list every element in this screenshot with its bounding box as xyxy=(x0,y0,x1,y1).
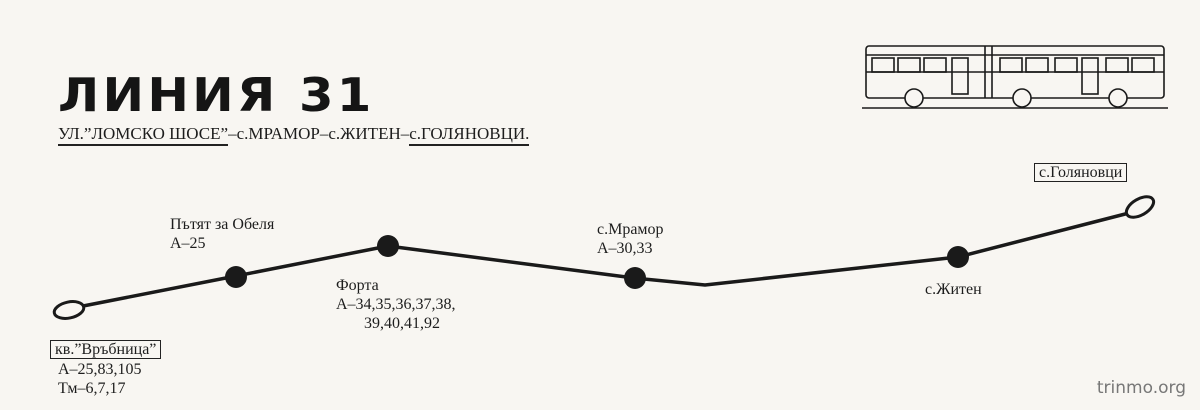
stop-dot-icon xyxy=(947,246,969,268)
articulated-bus-icon xyxy=(862,45,1168,109)
terminus-name: с.Голяновци xyxy=(1034,163,1128,182)
stop-label-forta: Форта А–34,35,36,37,38, 39,40,41,92 xyxy=(336,276,456,333)
page-title: ЛИНИЯ 31 xyxy=(58,68,375,122)
stop-label-vrabnitsa: кв.”Връбница” xyxy=(50,340,162,359)
stop-line-info: А–30,33 xyxy=(597,240,653,257)
stop-line-info: А–25,83,105 xyxy=(58,361,142,378)
stop-name: с.Житен xyxy=(925,281,982,298)
route-segment: –с.МРАМОР–с.ЖИТЕН– xyxy=(228,124,410,143)
stop-line-info: А–25 xyxy=(170,235,206,252)
stop-name: Пътят за Обеля xyxy=(170,216,275,233)
stop-lines-vrabnitsa: А–25,83,105 Тм–6,7,17 xyxy=(58,360,142,398)
stop-name: с.Мрамор xyxy=(597,221,664,238)
stop-line-info: 39,40,41,92 xyxy=(364,315,440,332)
route-description: УЛ.”ЛОМСКО ШОСЕ”–с.МРАМОР–с.ЖИТЕН–с.ГОЛЯ… xyxy=(58,124,530,146)
loop-terminus-icon xyxy=(1124,195,1156,219)
loop-terminus-icon xyxy=(52,300,86,320)
stop-line-info: Тм–6,7,17 xyxy=(58,380,126,397)
stop-dot-icon xyxy=(377,235,399,257)
stop-label-obelya: Пътят за Обеля А–25 xyxy=(170,215,274,253)
stop-dot-icon xyxy=(225,266,247,288)
route-segment: с.ГОЛЯНОВЦИ. xyxy=(409,124,530,146)
watermark: trinmo.org xyxy=(1096,378,1186,398)
terminus-name: кв.”Връбница” xyxy=(50,340,162,359)
stop-line-info: А–34,35,36,37,38, xyxy=(336,296,456,313)
route-segment: УЛ.”ЛОМСКО ШОСЕ” xyxy=(58,124,229,146)
stop-dot-icon xyxy=(624,267,646,289)
stop-label-golyanovtsi: с.Голяновци xyxy=(1034,163,1128,182)
stop-name: Форта xyxy=(336,277,379,294)
stop-label-zhiten: с.Житен xyxy=(925,280,982,299)
stop-label-mramor: с.Мрамор А–30,33 xyxy=(597,220,664,258)
